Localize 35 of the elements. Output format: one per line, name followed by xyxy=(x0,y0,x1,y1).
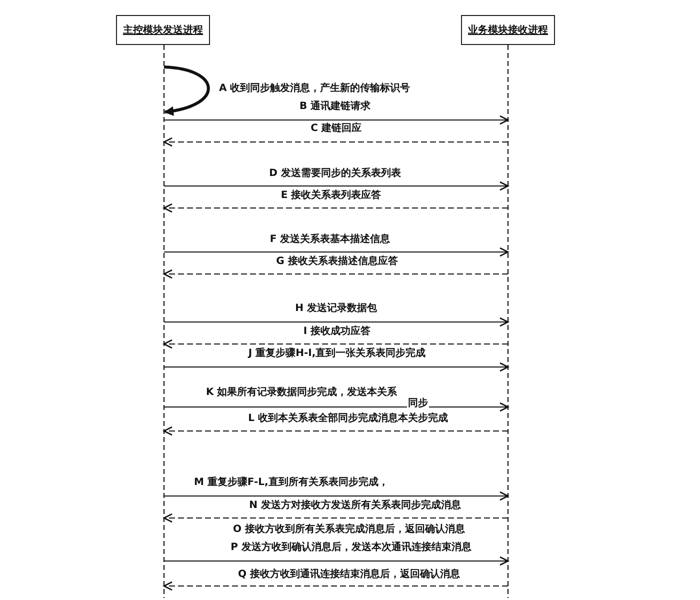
edge-label: C 建链回应 xyxy=(310,123,362,134)
dashed-arrow xyxy=(163,203,508,213)
edge-label: B 通讯建链请求 xyxy=(298,101,372,112)
edge-label: L 收到本关系表全部同步完成消息本关步完成 xyxy=(247,413,449,424)
arrow xyxy=(164,362,509,372)
arrow xyxy=(164,115,509,125)
arrow xyxy=(164,317,509,327)
dashed-arrow xyxy=(163,339,508,349)
arrow xyxy=(164,402,509,412)
edge-label: A 收到同步触发消息，产生新的传输标识号 xyxy=(218,83,412,94)
edge-label: E 接收关系表列表应答 xyxy=(280,190,382,201)
arrow xyxy=(164,181,509,191)
edge-label: J 重复步骤H-I,直到一张关系表同步完成 xyxy=(247,348,427,359)
arrow xyxy=(164,491,509,501)
arrow xyxy=(164,556,509,566)
participant-box: 业务模块接收进程 xyxy=(461,15,555,45)
participant-box: 主控模块发送进程 xyxy=(116,15,210,45)
dashed-arrow xyxy=(163,137,508,147)
arrow xyxy=(164,247,509,257)
dashed-arrow xyxy=(163,269,508,279)
edge-label: K 如果所有记录数据同步完成，发送本关系 xyxy=(205,387,398,398)
edge-label: Q 接收方收到通讯连接结束消息后，返回确认消息 xyxy=(237,569,461,580)
edge-label: H 发送记录数据包 xyxy=(294,303,378,314)
dashed-arrow xyxy=(163,513,508,523)
edge-label: I 接收成功应答 xyxy=(302,326,372,337)
line-annotation: 同步 xyxy=(407,398,429,409)
edge-label: F 发送关系表基本描述信息 xyxy=(268,234,392,245)
edge-label: P 发送方收到确认消息后，发送本次通讯连接结束消息 xyxy=(230,542,472,553)
edge-label: N 发送方对接收方发送所有关系表同步完成消息 xyxy=(248,500,462,511)
dashed-arrow xyxy=(163,581,508,591)
edge-label: G 接收关系表描述信息应答 xyxy=(275,256,399,267)
edge-label: D 发送需要同步的关系表列表 xyxy=(268,168,402,179)
dashed-arrow xyxy=(163,426,508,436)
step-note: O 接收方收到所有关系表完成消息后，返回确认消息 xyxy=(232,524,466,535)
self-loop-arrow xyxy=(164,66,210,116)
